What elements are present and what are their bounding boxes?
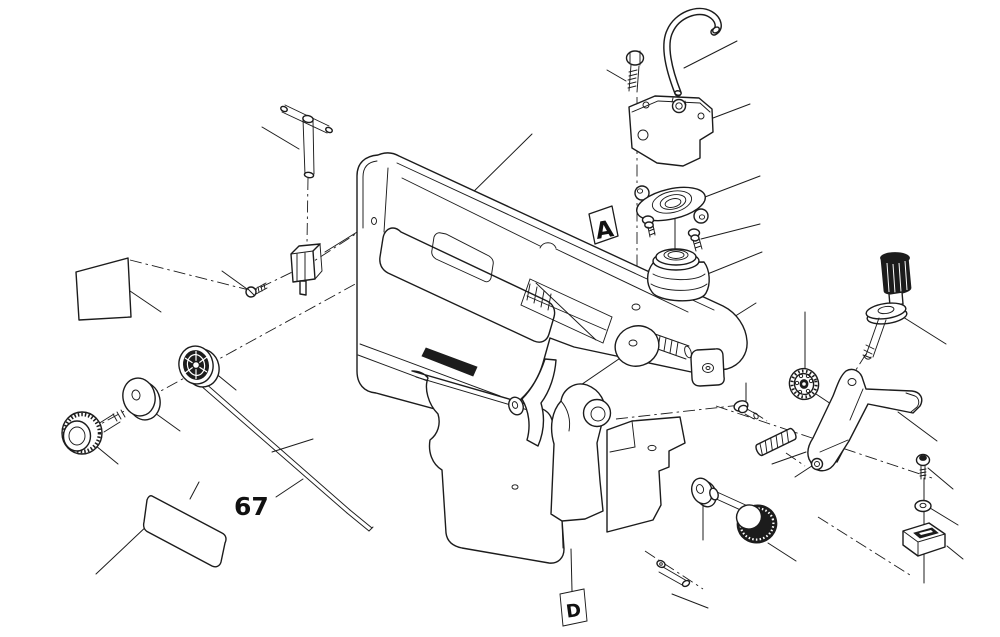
beam-slot — [421, 347, 478, 377]
blade-clamp-bracket — [902, 522, 946, 557]
label-plate-upper — [75, 257, 132, 321]
leader-lines — [89, 40, 964, 609]
clamp-washer-bottom-right — [914, 499, 932, 513]
pivot-bolt — [733, 400, 759, 420]
arm-truss — [520, 278, 613, 344]
label-plate-lower — [142, 495, 227, 568]
view-label-d-text: D — [565, 600, 583, 623]
lower-blade-holder — [508, 358, 557, 447]
blower-housing — [628, 95, 714, 167]
flange-screw-right — [687, 228, 703, 252]
part-number-67: 67 — [234, 492, 269, 521]
bellows-boot — [646, 248, 710, 302]
ball-bearing — [788, 367, 820, 401]
view-label-a-text: A — [594, 216, 616, 245]
blade-clamp-holder — [290, 242, 323, 296]
dowel-pin — [656, 559, 691, 588]
flange-screw-left — [641, 215, 656, 238]
arm-window — [379, 227, 556, 343]
view-label-a-box — [588, 205, 619, 245]
tension-knob-assembly — [862, 252, 912, 360]
clamp-knob-left — [61, 409, 126, 455]
tension-rod-67 — [191, 374, 374, 532]
view-label-d-box — [559, 588, 588, 627]
arm-nameplate-recess — [431, 232, 494, 283]
view-label-a: A — [588, 205, 619, 245]
vent-disc — [178, 345, 220, 388]
blower-screw — [625, 50, 645, 93]
saw-base — [411, 370, 686, 564]
washer-left — [122, 377, 161, 421]
tension-lever — [807, 368, 923, 472]
blower-hose — [663, 7, 722, 97]
arm-pulley — [614, 325, 692, 367]
base-bracket — [606, 416, 686, 533]
t-handle-wrench — [280, 104, 333, 179]
clamp-screw-bottom-right — [915, 453, 931, 480]
bearing-flange — [634, 185, 709, 224]
arm-mount-lug — [690, 348, 725, 387]
holder-screw — [245, 282, 268, 298]
view-label-d: D — [559, 588, 588, 627]
tension-spring — [755, 427, 797, 457]
base-clamp-knob — [709, 487, 778, 544]
